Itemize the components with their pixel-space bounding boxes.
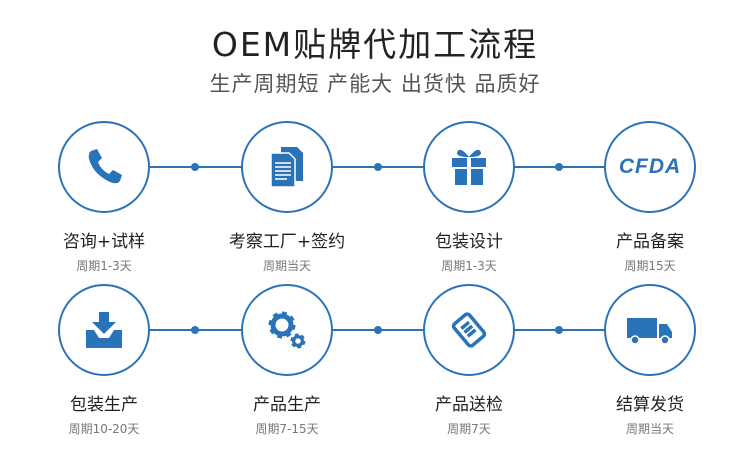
- step-period: 周期7-15天: [255, 422, 319, 436]
- connector-dot: [555, 163, 563, 171]
- step-inspection: 产品送检 周期7天: [384, 284, 554, 437]
- cfda-logo-text: CFDA: [618, 155, 682, 178]
- step-factory-visit: 考察工厂+签约 周期当天: [202, 121, 372, 274]
- phone-icon: [58, 121, 150, 213]
- connector-dot: [555, 326, 563, 334]
- step-package-design: 包装设计 周期1-3天: [384, 121, 554, 274]
- gears-icon: [241, 284, 333, 376]
- step-period: 周期1-3天: [76, 259, 132, 273]
- step-package-production: 包装生产 周期10-20天: [19, 284, 189, 437]
- step-period: 周期当天: [262, 259, 311, 273]
- connector-dot: [374, 326, 382, 334]
- scroll-icon: [423, 284, 515, 376]
- step-period: 周期7天: [447, 422, 491, 436]
- step-settlement-shipping: 结算发货 周期当天: [565, 284, 735, 437]
- page-subtitle: 生产周期短 产能大 出货快 品质好: [209, 72, 541, 96]
- step-label: 包装生产: [70, 395, 138, 415]
- connector-dot: [374, 163, 382, 171]
- step-period: 周期当天: [625, 422, 674, 436]
- step-period: 周期15天: [624, 259, 676, 273]
- step-consult: 咨询+试样 周期1-3天: [19, 121, 189, 274]
- connector-dot: [191, 326, 199, 334]
- documents-icon: [241, 121, 333, 213]
- step-period: 周期1-3天: [441, 259, 497, 273]
- step-period: 周期10-20天: [68, 422, 140, 436]
- step-label: 产品备案: [616, 232, 684, 252]
- truck-icon: [604, 284, 696, 376]
- step-label: 考察工厂+签约: [228, 232, 346, 252]
- step-label: 包装设计: [435, 232, 503, 252]
- step-label: 产品生产: [253, 395, 321, 415]
- step-label: 结算发货: [616, 395, 684, 415]
- cfda-logo: CFDA: [604, 121, 696, 213]
- gift-icon: [423, 121, 515, 213]
- download-tray-icon: [58, 284, 150, 376]
- step-product-production: 产品生产 周期7-15天: [202, 284, 372, 437]
- step-filing: CFDA 产品备案 周期15天: [565, 121, 735, 274]
- step-label: 产品送检: [435, 395, 503, 415]
- step-label: 咨询+试样: [62, 232, 146, 252]
- connector-dot: [191, 163, 199, 171]
- page-title: OEM贴牌代加工流程: [211, 25, 539, 64]
